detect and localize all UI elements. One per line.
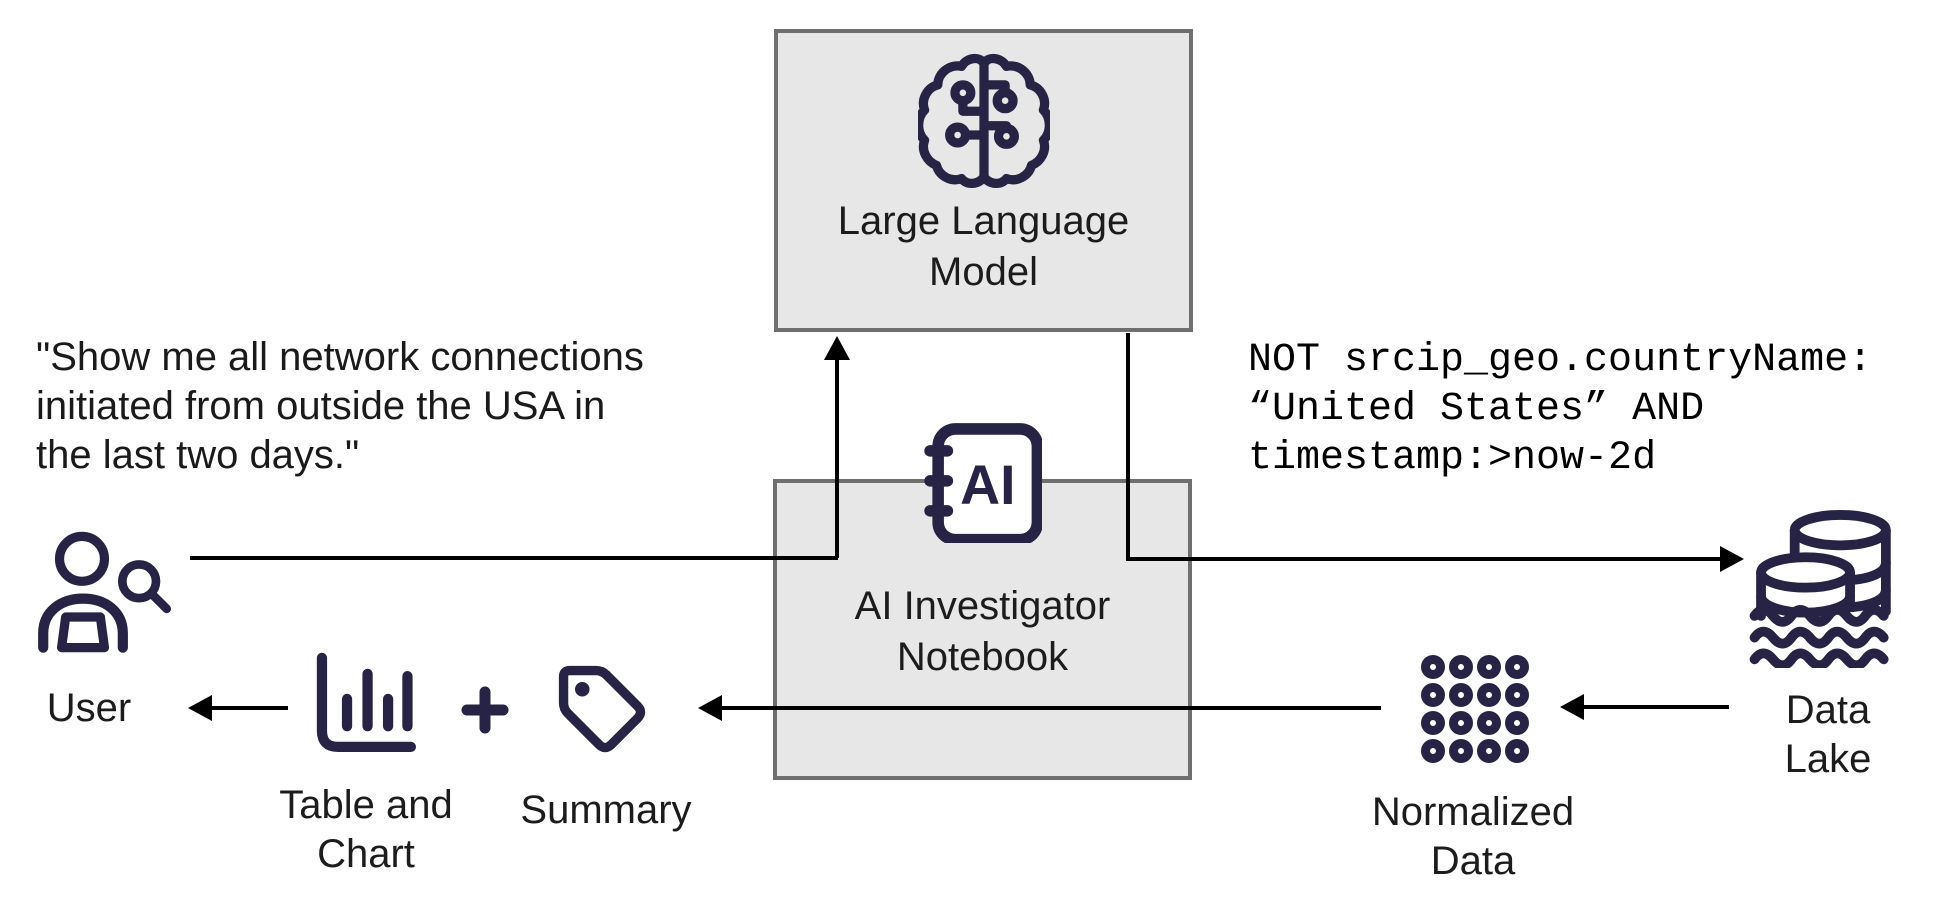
- user-search-icon: [38, 531, 172, 653]
- user-label: User: [46, 686, 132, 730]
- arrowhead-to-datalake: [1720, 546, 1744, 572]
- notebook-label: AI Investigator Notebook: [854, 584, 1111, 679]
- tag-icon: [558, 665, 646, 753]
- data-lake-icon: [1749, 510, 1891, 668]
- connector-notebook-to-llm: [835, 356, 839, 558]
- ai-notebook-icon-text: AI: [960, 454, 1015, 516]
- connector-datalake-to-normalized: [1582, 705, 1729, 709]
- user-query-text: "Show me all network connections initiat…: [36, 335, 644, 477]
- ai-notebook-icon: AI: [924, 423, 1042, 543]
- arrowhead-to-llm: [824, 336, 850, 360]
- normalized-data-label: Normalized Data: [1371, 790, 1575, 883]
- bar-chart-icon: [316, 652, 417, 752]
- llm-box: Large Language Model: [774, 29, 1193, 332]
- summary-label: Summary: [520, 788, 692, 832]
- arrowhead-to-summary: [698, 695, 722, 721]
- connector-user-to-notebook: [190, 556, 838, 560]
- arrowhead-to-normalized: [1560, 694, 1584, 720]
- connector-normalized-to-notebook: [720, 706, 1381, 710]
- brain-circuit-icon: [917, 54, 1050, 188]
- connector-llm-to-notebook: [1126, 333, 1130, 561]
- table-chart-label: Table and Chart: [279, 783, 453, 876]
- connector-notebook-to-datalake: [1126, 557, 1720, 561]
- generated-query-text: NOT srcip_geo.countryName: “United State…: [1248, 338, 1873, 481]
- llm-label: Large Language Model: [837, 199, 1130, 294]
- arrowhead-to-user: [188, 695, 212, 721]
- dot-grid-icon: [1421, 655, 1529, 763]
- data-lake-label: Data Lake: [1784, 688, 1872, 781]
- plus-icon: [461, 686, 509, 734]
- connector-results-to-user: [210, 706, 288, 710]
